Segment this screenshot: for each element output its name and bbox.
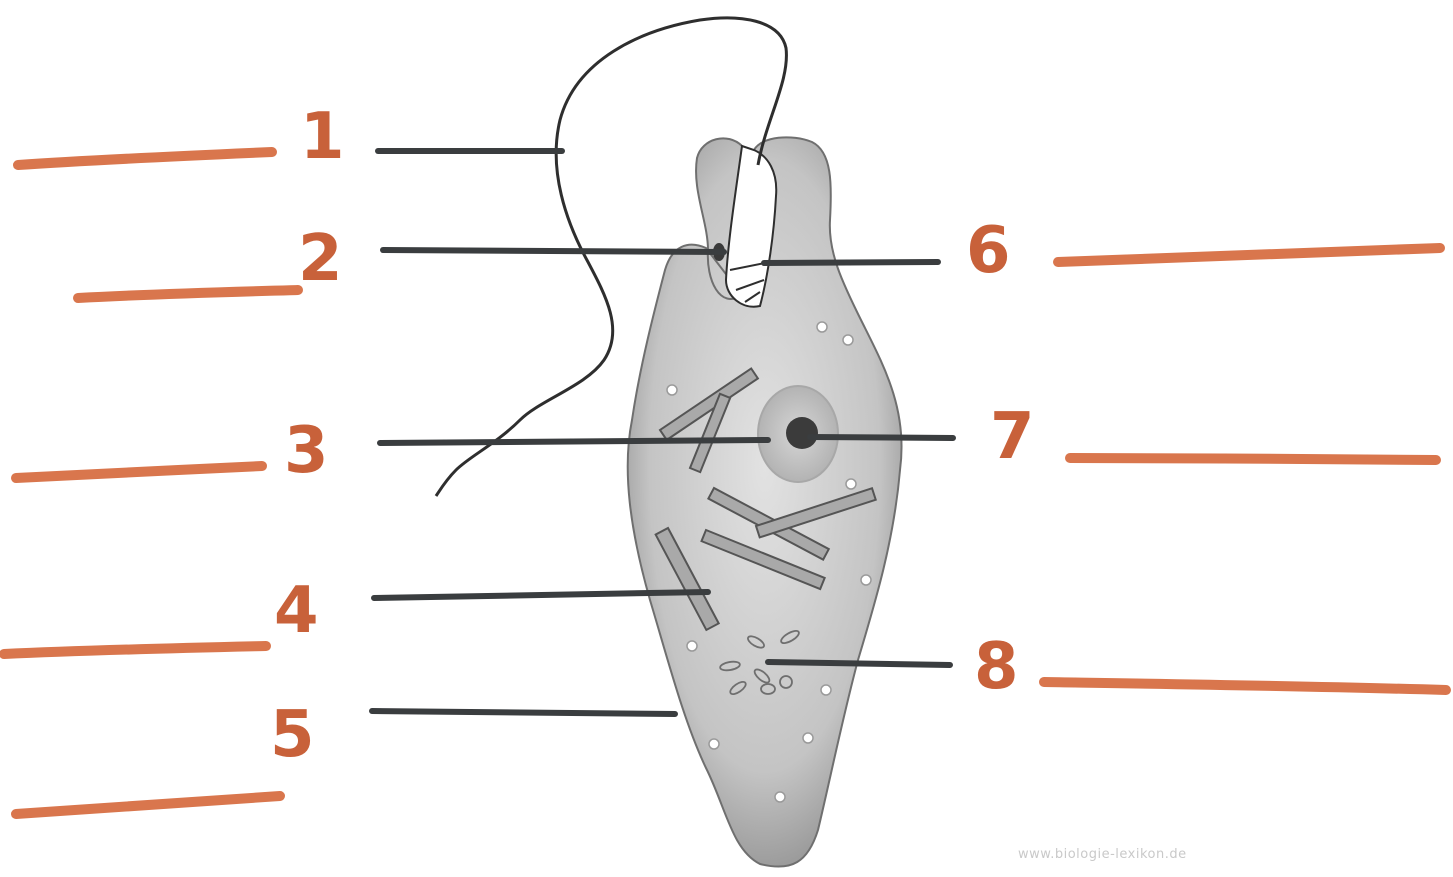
- pointer-8: [768, 662, 950, 665]
- answer-line-5: [16, 796, 280, 814]
- nucleus: [758, 386, 838, 482]
- label-3: 3: [284, 414, 329, 488]
- pointer-5: [372, 711, 675, 714]
- answer-line-7: [1070, 458, 1436, 460]
- pointer-6: [764, 262, 938, 263]
- answer-line-3: [16, 466, 262, 478]
- answer-line-4: [4, 646, 266, 654]
- pointer-3: [380, 440, 768, 443]
- label-7: 7: [990, 400, 1035, 474]
- pointer-2: [383, 250, 724, 252]
- label-5: 5: [270, 698, 315, 772]
- label-8: 8: [974, 630, 1019, 704]
- answer-line-2: [78, 290, 298, 298]
- label-2: 2: [298, 222, 343, 296]
- pointer-7: [810, 437, 953, 438]
- answer-line-6: [1058, 248, 1440, 262]
- nucleolus: [786, 417, 818, 449]
- label-6: 6: [966, 214, 1011, 288]
- answer-line-8: [1044, 682, 1446, 690]
- answer-line-1: [18, 152, 272, 165]
- label-4: 4: [274, 574, 319, 648]
- label-1: 1: [300, 100, 345, 174]
- watermark: www.biologie-lexikon.de: [1018, 847, 1187, 862]
